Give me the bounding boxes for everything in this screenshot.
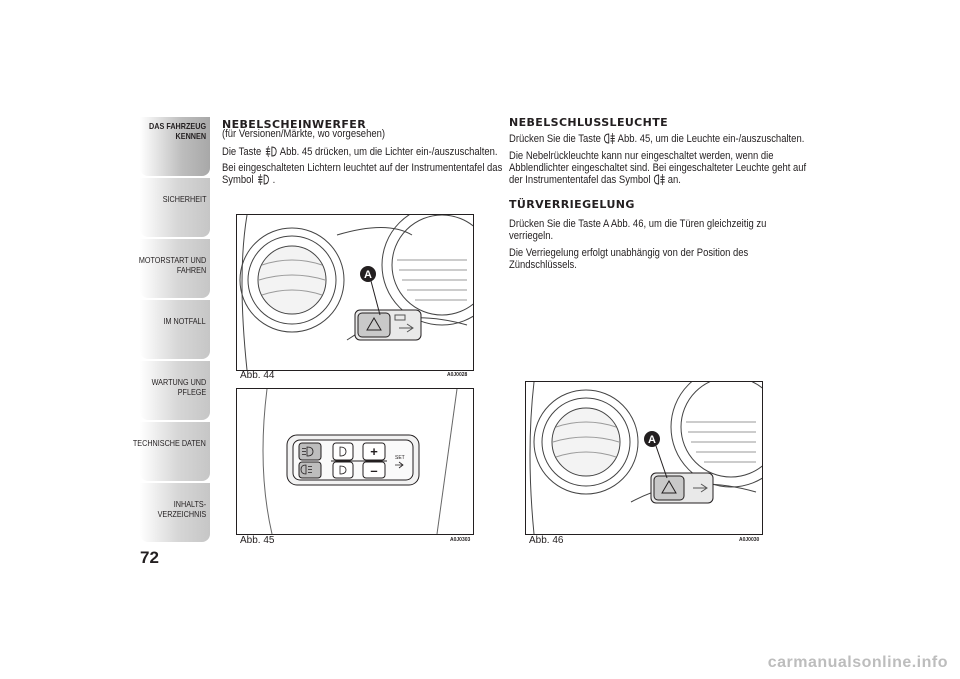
dashboard-lock-button-illustration: A — [529, 382, 762, 534]
paragraph-lock-l2: verriegeln. — [509, 230, 554, 242]
tab-im-notfall[interactable]: IM NOTFALL — [140, 300, 210, 359]
subtitle-versions: (für Versionen/Märkte, wo vorgesehen) — [222, 128, 386, 140]
rear-fog-light-icon — [603, 133, 615, 144]
paragraph-rear-fog-l2: Abblendlichter eingeschaltet sind. Bei e… — [509, 162, 807, 174]
heading-nebelschlussleuchte: NEBELSCHLUSSLEUCHTE — [509, 116, 669, 129]
tab-sicherheit[interactable]: SICHERHEIT — [140, 178, 210, 237]
page-number: 72 — [140, 548, 159, 567]
tab-motorstart-und-fahren[interactable]: MOTORSTART UND FAHREN — [139, 239, 210, 298]
code-abb-45: A0J0303 — [450, 537, 471, 543]
code-abb-46: A0J0030 — [739, 537, 760, 543]
plus-label: + — [370, 444, 378, 459]
front-fog-light-icon — [265, 146, 277, 157]
paragraph-fog-button: Die Taste Abb. 45 drücken, um die Lichte… — [222, 146, 498, 158]
caption-abb-45: Abb. 45 — [240, 535, 275, 546]
chapter-sidebar: DAS FAHRZEUG KENNEN SICHERHEIT MOTORSTAR… — [133, 117, 210, 544]
figure-abb-45: + – SET — [236, 388, 474, 535]
source-watermark: carmanualsonline.info — [767, 654, 948, 671]
paragraph-lock-l1: Drücken Sie die Taste A Abb. 46, um die … — [509, 218, 767, 230]
paragraph-rear-fog-l1: Die Nebelrückleuchte kann nur eingeschal… — [509, 150, 774, 162]
front-fog-light-icon — [257, 174, 269, 185]
paragraph-indicator-l2: Symbol . — [222, 174, 276, 186]
callout-a-label: A — [364, 269, 372, 281]
figure-abb-46: A — [525, 381, 763, 535]
callout-a-marker — [644, 431, 660, 447]
tab-technische-daten[interactable]: TECHNISCHE DATEN — [133, 422, 210, 481]
callout-a-label: A — [648, 434, 656, 446]
heading-tuerverriegelung: TÜRVERRIEGELUNG — [509, 198, 635, 211]
set-label: SET — [395, 455, 405, 461]
caption-abb-46: Abb. 46 — [529, 535, 564, 546]
tab-inhaltsverzeichnis[interactable]: INHALTS- VERZEICHNIS — [140, 483, 210, 542]
dashboard-lock-button-illustration: A — [239, 215, 473, 370]
tab-das-fahrzeug-kennen[interactable]: DAS FAHRZEUG KENNEN — [140, 117, 210, 176]
callout-a-marker — [360, 266, 376, 282]
minus-label: – — [370, 463, 377, 478]
paragraph-rear-fog-button: Drücken Sie die Taste Abb. 45, um die Le… — [509, 133, 805, 145]
paragraph-lock-note-l1: Die Verriegelung erfolgt unabhängig von … — [509, 247, 749, 259]
figure-abb-44: A — [236, 214, 474, 371]
paragraph-indicator-l1: Bei eingeschalteten Lichtern leuchtet au… — [222, 162, 503, 174]
paragraph-rear-fog-l3: der Instrumententafel das Symbol an. — [509, 174, 681, 186]
paragraph-lock-note-l2: Zündschlüssels. — [509, 259, 577, 271]
code-abb-44: A0J0028 — [447, 372, 468, 378]
fog-light-switch-panel-illustration: + – SET — [262, 389, 458, 534]
tab-wartung-und-pflege[interactable]: WARTUNG UND PFLEGE — [140, 361, 210, 420]
rear-fog-light-icon — [653, 174, 665, 185]
heading-nebelscheinwerfer: NEBELSCHEINWERFER — [222, 118, 367, 131]
caption-abb-44: Abb. 44 — [240, 370, 275, 381]
